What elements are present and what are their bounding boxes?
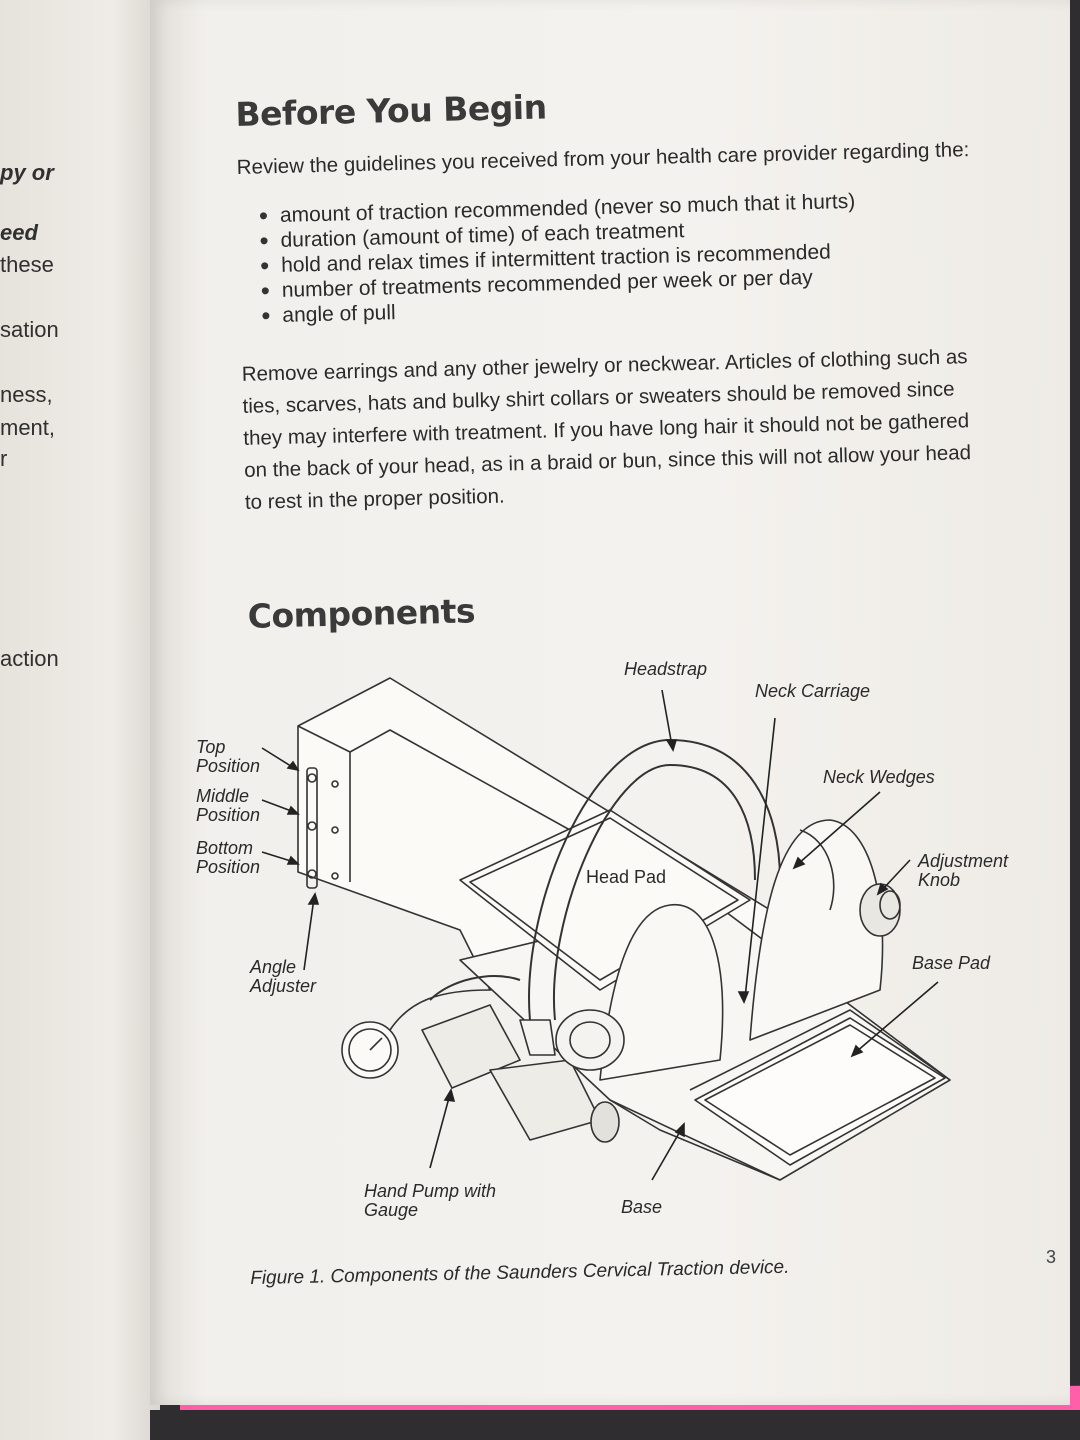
left-page-edge: py or eed these sation ness, ment, r act… bbox=[0, 0, 160, 1440]
left-fragment: action bbox=[0, 646, 59, 671]
label-headstrap: Headstrap bbox=[624, 659, 708, 679]
clothing-paragraph: Remove earrings and any other jewelry or… bbox=[241, 345, 972, 514]
label-angle-adjuster: Angle Adjuster bbox=[250, 957, 317, 996]
label-base-pad: Base Pad bbox=[912, 953, 991, 973]
page-content: Before You Begin Review the guidelines y… bbox=[235, 77, 993, 635]
background-surface bbox=[150, 1410, 1080, 1440]
left-fragment: these bbox=[0, 252, 54, 277]
label-neck-carriage: Neck Carriage bbox=[755, 681, 871, 701]
components-figure: Headstrap Neck Carriage Neck Wedges Top … bbox=[190, 660, 1020, 1240]
page-number: 3 bbox=[1046, 1247, 1057, 1267]
left-fragment: eed bbox=[0, 220, 38, 245]
left-fragment: sation bbox=[0, 317, 59, 342]
label-base: Base bbox=[621, 1197, 663, 1217]
label-head-pad: Head Pad bbox=[586, 867, 667, 887]
guideline-list: amount of traction recommended (never so… bbox=[260, 186, 986, 329]
label-neck-wedges: Neck Wedges bbox=[823, 767, 935, 787]
left-fragment: r bbox=[0, 446, 8, 471]
left-fragment: ment, bbox=[0, 415, 56, 440]
traction-device-drawing bbox=[261, 677, 951, 1181]
left-fragment: py or bbox=[0, 160, 54, 185]
left-fragment: ness, bbox=[0, 382, 53, 407]
label-hand-pump: Hand Pump with Gauge bbox=[364, 1181, 497, 1220]
label-bottom-position: Bottom Position bbox=[196, 838, 261, 877]
label-middle-position: Middle Position bbox=[196, 786, 261, 825]
label-adjustment-knob: Adjustment Knob bbox=[918, 851, 1009, 890]
intro-text: Review the guidelines you received from … bbox=[236, 138, 970, 179]
label-top-position: Top Position bbox=[196, 737, 261, 776]
